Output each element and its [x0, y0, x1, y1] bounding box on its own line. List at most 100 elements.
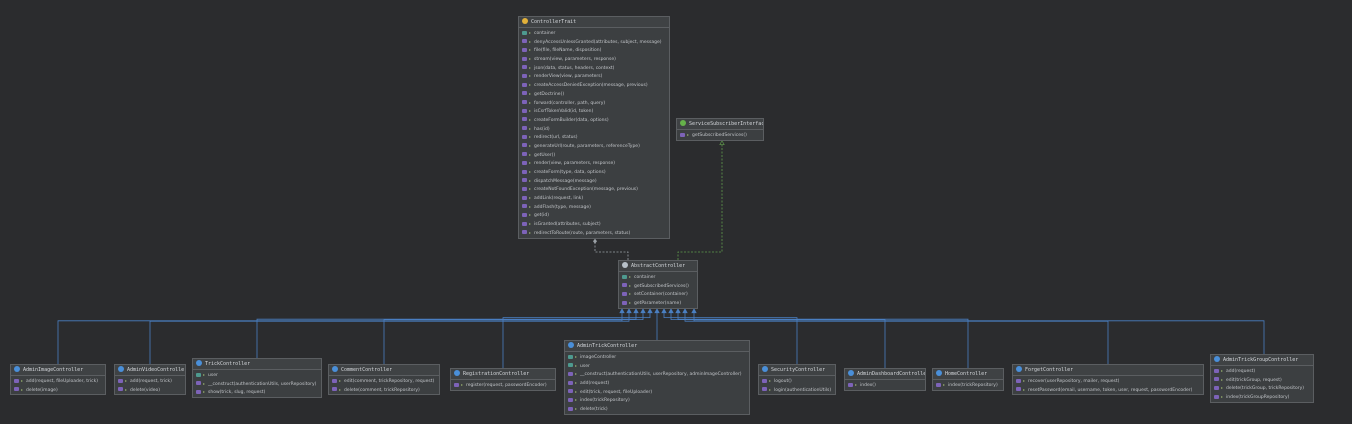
method-signature: createNotFoundException(message, previou…: [534, 187, 638, 193]
method-row[interactable]: ▸has(id): [519, 125, 669, 134]
method-signature: getSubscribedServices(): [692, 133, 747, 138]
method-row[interactable]: ▸createFormBuilder(data, options): [519, 116, 669, 125]
field-row[interactable]: ▸user: [193, 371, 321, 380]
method-row[interactable]: ▸getUser(): [519, 151, 669, 160]
class-box-admin-dashboard-controller[interactable]: AdminDashboardController▸index(): [844, 368, 926, 391]
class-box-service-subscriber-interface[interactable]: ServiceSubscriberInterface▸getSubscribed…: [676, 118, 764, 141]
field-row[interactable]: ▸container: [519, 29, 669, 38]
method-signature: show(trick, slug, request): [208, 390, 266, 396]
method-row[interactable]: ▸delete(trickGroup, trickRepository): [1211, 384, 1313, 393]
method-signature: createForm(type, data, options): [534, 170, 606, 175]
method-row[interactable]: ▸__construct(authenticationUtils, userRe…: [193, 380, 321, 389]
class-title: CommentController: [341, 367, 393, 373]
method-row[interactable]: ▸stream(view, parameters, response): [519, 55, 669, 64]
method-row[interactable]: ▸renderView(view, parameters): [519, 72, 669, 81]
method-row[interactable]: ▸isCsrfTokenValid(id, token): [519, 107, 669, 116]
method-row[interactable]: ▸addLink(request, link): [519, 194, 669, 203]
method-row[interactable]: ▸delete(video): [115, 386, 185, 395]
method-row[interactable]: ▸resetPassword(email, username, token, u…: [1013, 386, 1203, 395]
method-signature: createFormBuilder(data, options): [534, 117, 609, 123]
class-box-admin-image-controller[interactable]: AdminImageController▸add(request, fileUp…: [10, 364, 106, 396]
method-row[interactable]: ▸add(request): [1211, 367, 1313, 376]
class-box-home-controller[interactable]: HomeController▸index(trickRepository): [932, 368, 1004, 391]
method-row[interactable]: ▸register(request, passwordEncoder): [451, 381, 555, 390]
method-row[interactable]: ▸json(data, status, headers, context): [519, 64, 669, 73]
method-row[interactable]: ▸createNotFoundException(message, previo…: [519, 185, 669, 194]
method-row[interactable]: ▸file(file, fileName, disposition): [519, 46, 669, 55]
method-row[interactable]: ▸delete(image): [11, 386, 105, 395]
method-row[interactable]: ▸login(authenticationUtils): [759, 386, 835, 395]
method-row[interactable]: ▸logout(): [759, 377, 835, 386]
method-row[interactable]: ▸redirect(url, status): [519, 133, 669, 142]
method-row[interactable]: ▸dispatchMessage(message): [519, 177, 669, 186]
method-row[interactable]: ▸get(id): [519, 211, 669, 220]
method-row[interactable]: ▸denyAccessUnlessGranted(attributes, sub…: [519, 38, 669, 47]
class-box-security-controller[interactable]: SecurityController▸logout()▸login(authen…: [758, 364, 836, 396]
method-row[interactable]: ▸add(request): [565, 379, 749, 388]
method-signature: edit(trick, request, fileUploader): [580, 389, 653, 395]
method-row[interactable]: ▸createForm(type, data, options): [519, 168, 669, 177]
method-row[interactable]: ▸index(trickGroupRepository): [1211, 393, 1313, 402]
method-row[interactable]: ▸add(request, fileUploader, trick): [11, 377, 105, 386]
interface-realization-line: [677, 144, 723, 260]
class-box-registration-controller[interactable]: RegistrationController▸register(request,…: [450, 368, 556, 391]
class-box-admin-trick-group-controller[interactable]: AdminTrickGroupController▸add(request)▸e…: [1210, 354, 1314, 403]
method-row[interactable]: ▸delete(comment, trickRepository): [329, 386, 439, 395]
field-icon: [568, 354, 573, 359]
method-row[interactable]: ▸setContainer(container): [619, 290, 697, 299]
class-box-comment-controller[interactable]: CommentController ▸edit(comment, trickRep…: [328, 364, 440, 396]
method-icon: [522, 221, 527, 226]
visibility-icon: ▸: [575, 406, 578, 412]
method-icon: [522, 108, 527, 113]
method-row[interactable]: ▸redirectToRoute(route, parameters, stat…: [519, 229, 669, 238]
class-box-trick-controller[interactable]: TrickController▸user▸__construct(authent…: [192, 358, 322, 399]
class-box-forget-controller[interactable]: ForgetController▸recover(userRepository,…: [1012, 364, 1204, 396]
class-box-abstract-controller[interactable]: AbstractController▸container▸getSubscrib…: [618, 260, 698, 309]
method-icon: [522, 126, 527, 131]
method-row[interactable]: ▸index(): [845, 381, 925, 390]
method-signature: index(trickRepository): [948, 383, 998, 388]
field-row[interactable]: ▸container: [619, 273, 697, 282]
visibility-icon: ▸: [769, 386, 772, 392]
method-row[interactable]: ▸edit(comment, trickRepository, request): [329, 377, 439, 386]
method-row[interactable]: ▸getSubscribedServices(): [677, 131, 763, 140]
method-row[interactable]: ▸getDoctrine(): [519, 90, 669, 99]
class-icon: [936, 370, 942, 376]
method-row[interactable]: ▸index(trickRepository): [565, 396, 749, 405]
method-row[interactable]: ▸createAccessDeniedException(message, pr…: [519, 81, 669, 90]
method-row[interactable]: ▸recover(userRepository, mailer, request…: [1013, 377, 1203, 386]
method-signature: generateUrl(route, parameters, reference…: [534, 143, 640, 149]
field-row[interactable]: ▸user: [565, 362, 749, 371]
class-box-controller-trait[interactable]: ControllerTrait▸container▸denyAccessUnle…: [518, 16, 670, 239]
visibility-icon: ▸: [21, 386, 24, 392]
method-signature: isGranted(attributes, subject): [534, 222, 601, 228]
method-signature: setContainer(container): [634, 292, 688, 298]
visibility-icon: ▸: [575, 380, 578, 386]
method-row[interactable]: ▸getSubscribedServices(): [619, 282, 697, 291]
method-row[interactable]: ▸generateUrl(route, parameters, referenc…: [519, 142, 669, 151]
method-row[interactable]: ▸__construct(authenticationUtils, userRe…: [565, 370, 749, 379]
visibility-icon: ▸: [339, 386, 342, 392]
method-row[interactable]: ▸show(trick, slug, request): [193, 388, 321, 397]
visibility-icon: ▸: [529, 99, 532, 105]
method-row[interactable]: ▸isGranted(attributes, subject): [519, 220, 669, 229]
method-row[interactable]: ▸forward(controller, path, query): [519, 99, 669, 108]
field-row[interactable]: ▸imageController: [565, 353, 749, 362]
method-row[interactable]: ▸add(request, trick): [115, 377, 185, 386]
method-icon: [522, 204, 527, 209]
method-row[interactable]: ▸edit(trick, request, fileUploader): [565, 388, 749, 397]
method-icon: [522, 39, 527, 44]
method-row[interactable]: ▸getParameter(name): [619, 299, 697, 308]
class-title: AdminVideoController: [127, 367, 185, 373]
method-row[interactable]: ▸addFlash(type, message): [519, 203, 669, 212]
method-row[interactable]: ▸edit(trickGroup, request): [1211, 376, 1313, 385]
method-signature: has(id): [534, 126, 550, 132]
method-signature: delete(video): [130, 387, 160, 393]
method-row[interactable]: ▸index(trickRepository): [933, 381, 1003, 390]
class-box-admin-video-controller[interactable]: AdminVideoController ▸add(request, trick)…: [114, 364, 186, 396]
method-signature: index(): [860, 383, 876, 388]
class-box-admin-trick-controller[interactable]: AdminTrickController▸imageController▸use…: [564, 340, 750, 415]
method-icon: [522, 56, 527, 61]
method-row[interactable]: ▸render(view, parameters, response): [519, 159, 669, 168]
method-row[interactable]: ▸delete(trick): [565, 405, 749, 414]
